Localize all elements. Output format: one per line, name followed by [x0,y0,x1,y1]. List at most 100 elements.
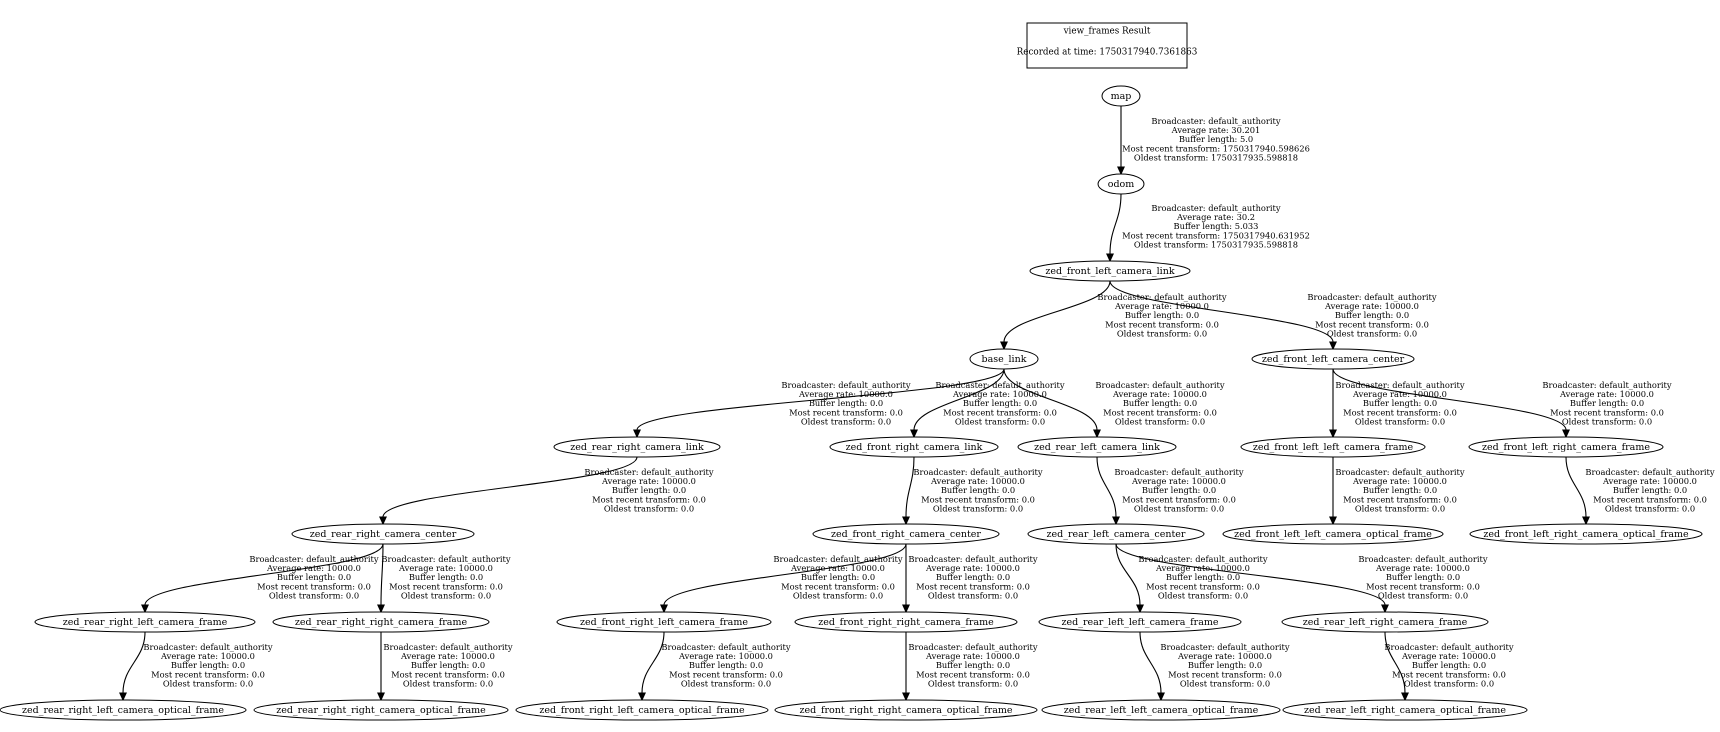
frame-node-ellipse[interactable] [272,611,490,633]
frame-node-ellipse[interactable] [969,348,1039,370]
frame-node-ellipse[interactable] [1282,699,1528,721]
frame-node-zed_front_right_camera_center[interactable]: zed_front_right_camera_center [812,523,1000,545]
frame-node-ellipse[interactable] [553,436,721,458]
frame-node-ellipse[interactable] [1281,611,1489,633]
frame-node-odom[interactable]: odom [1097,173,1145,195]
frame-node-zed_rear_left_right_camera_frame[interactable]: zed_rear_left_right_camera_frame [1281,611,1489,633]
edge-label-line: Buffer length: 0.0 [1412,660,1486,670]
frame-node-ellipse[interactable] [829,436,999,458]
frame-node-ellipse[interactable] [291,523,475,545]
edge-line [905,456,915,518]
frame-node-ellipse[interactable] [515,699,769,721]
frame-node-ellipse[interactable] [1017,436,1177,458]
frame-node-ellipse[interactable] [1101,85,1141,107]
frame-node-base_link[interactable]: base_link [969,348,1039,370]
edge-label-line: Oldest transform: 0.0 [681,678,771,688]
frame-node-ellipse[interactable] [0,699,247,721]
frame-node-ellipse[interactable] [1251,348,1415,370]
edge-label-line: Average rate: 10000.0 [1375,563,1470,573]
edge-line [1565,456,1587,518]
frame-node-zed_rear_right_camera_center[interactable]: zed_rear_right_camera_center [291,523,475,545]
edge-line [1115,543,1386,606]
frame-node-ellipse[interactable] [774,699,1038,721]
edge-label-line: Broadcaster: default_authority [1097,292,1226,303]
frame-node-label: zed_rear_right_right_camera_frame [295,617,468,628]
frame-node-zed_rear_right_right_camera_frame[interactable]: zed_rear_right_right_camera_frame [272,611,490,633]
frame-node-zed_front_right_right_camera_frame[interactable]: zed_front_right_right_camera_frame [794,611,1018,633]
edge-arrowhead [1381,604,1389,614]
frame-node-zed_front_left_right_camera_frame[interactable]: zed_front_left_right_camera_frame [1468,436,1664,458]
frame-node-zed_rear_left_left_camera_frame[interactable]: zed_rear_left_left_camera_frame [1038,611,1242,633]
edge-label-line: Average rate: 10000.0 [1602,476,1697,486]
edge-arrowhead [119,692,127,702]
frame-node-ellipse[interactable] [34,611,256,633]
frame-node-label: zed_front_left_camera_link [1045,266,1174,277]
frame-node-ellipse[interactable] [1222,523,1444,545]
edge-label-line: Average rate: 10000.0 [798,389,893,399]
frame-node-zed_front_right_right_camera_optical_frame[interactable]: zed_front_right_right_camera_optical_fra… [774,699,1038,721]
frame-node-ellipse[interactable] [1027,523,1205,545]
frame-node-ellipse[interactable] [253,699,509,721]
edge-line [1384,631,1406,694]
edge-label-line: Oldest transform: 0.0 [955,416,1045,426]
frame-node-zed_front_right_left_camera_frame[interactable]: zed_front_right_left_camera_frame [556,611,772,633]
frame-node-ellipse[interactable] [1469,523,1703,545]
edge-line [1332,368,1567,431]
frame-node-zed_rear_left_right_camera_optical_frame[interactable]: zed_rear_left_right_camera_optical_frame [1282,699,1528,721]
frame-node-zed_rear_right_right_camera_optical_frame[interactable]: zed_rear_right_right_camera_optical_fram… [253,699,509,721]
frame-node-zed_rear_left_left_camera_optical_frame[interactable]: zed_rear_left_left_camera_optical_frame [1041,699,1281,721]
edge-label-line: Most recent transform: 0.0 [1103,407,1217,417]
frame-node-zed_front_left_camera_center[interactable]: zed_front_left_camera_center [1251,348,1415,370]
edge-label-line: Broadcaster: default_authority [1335,380,1464,391]
frame-node-zed_rear_right_left_camera_frame[interactable]: zed_rear_right_left_camera_frame [34,611,256,633]
frame-node-ellipse[interactable] [1029,260,1191,282]
frame-node-zed_front_left_left_camera_frame[interactable]: zed_front_left_left_camera_frame [1240,436,1426,458]
frame-node-ellipse[interactable] [794,611,1018,633]
frame-node-ellipse[interactable] [1038,611,1242,633]
frame-node-zed_front_right_camera_link[interactable]: zed_front_right_camera_link [829,436,999,458]
edge-line [1139,631,1162,694]
frame-node-zed_front_left_right_camera_optical_frame[interactable]: zed_front_left_right_camera_optical_fram… [1469,523,1703,545]
edge-label-line: Buffer length: 0.0 [1335,310,1409,320]
frame-node-ellipse[interactable] [812,523,1000,545]
edge-label-line: Most recent transform: 0.0 [1146,581,1260,591]
frame-node-zed_rear_left_camera_link[interactable]: zed_rear_left_camera_link [1017,436,1177,458]
edge-label-line: Broadcaster: default_authority [584,467,713,478]
edge-label-line: Buffer length: 0.0 [1123,398,1197,408]
edge-label-line: Buffer length: 0.0 [809,398,883,408]
frame-node-ellipse[interactable] [1468,436,1664,458]
frame-node-ellipse[interactable] [556,611,772,633]
frame-node-ellipse[interactable] [1097,173,1145,195]
edge-label-line: Buffer length: 0.0 [1188,660,1262,670]
frame-node-zed_front_right_left_camera_optical_frame[interactable]: zed_front_right_left_camera_optical_fram… [515,699,769,721]
edge-label-line: Oldest transform: 0.0 [928,590,1018,600]
frame-node-zed_rear_right_left_camera_optical_frame[interactable]: zed_rear_right_left_camera_optical_frame [0,699,247,721]
edge-label-line: Most recent transform: 0.0 [151,669,265,679]
frame-node-ellipse[interactable] [1240,436,1426,458]
frame-node-label: zed_front_right_right_camera_frame [818,617,994,628]
frame-node-zed_rear_left_camera_center[interactable]: zed_rear_left_camera_center [1027,523,1205,545]
frame-node-map[interactable]: map [1101,85,1141,107]
edge-label-line: Broadcaster: default_authority [1307,292,1436,303]
frame-node-zed_front_left_left_camera_optical_frame[interactable]: zed_front_left_left_camera_optical_frame [1222,523,1444,545]
frame-node-ellipse[interactable] [1041,699,1281,721]
frame-node-zed_rear_right_camera_link[interactable]: zed_rear_right_camera_link [553,436,721,458]
frame-node-zed_front_left_camera_link[interactable]: zed_front_left_camera_link [1029,260,1191,282]
frame-node-label: zed_rear_right_camera_center [310,529,457,540]
